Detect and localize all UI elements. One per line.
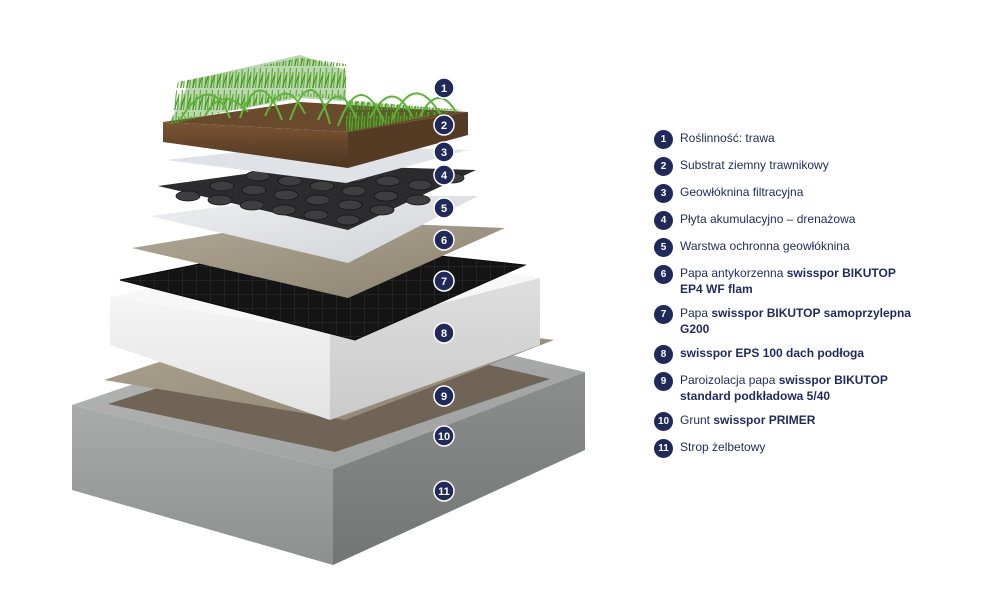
- legend-text: swisspor EPS 100 dach podłoga: [680, 346, 865, 360]
- marker-4: 4: [433, 164, 455, 186]
- legend-text: Grunt swisspor PRIMER: [680, 413, 816, 427]
- marker-7: 7: [433, 270, 455, 292]
- layer-legend: 1 Roślinność: trawa 2 Substrat ziemny traw…: [654, 130, 954, 466]
- svg-text:4: 4: [441, 170, 448, 182]
- legend-item: 9 Paroizolacja papa swisspor BIKUTOP stan…: [654, 372, 954, 404]
- legend-item: 7 Papa swisspor BIKUTOP samoprzylepna G20…: [654, 305, 954, 337]
- legend-number: 4: [654, 211, 673, 230]
- marker-10: 10: [433, 425, 455, 447]
- layer-drainage-board: [158, 165, 476, 230]
- legend-item: 2 Substrat ziemny trawnikowy: [654, 157, 954, 176]
- marker-8: 8: [433, 322, 455, 344]
- svg-text:9: 9: [441, 391, 447, 403]
- marker-6: 6: [433, 229, 455, 251]
- marker-2: 2: [433, 114, 455, 136]
- legend-item: 5 Warstwa ochronna geowłóknina: [654, 238, 954, 257]
- legend-text: Warstwa ochronna geowłóknina: [680, 239, 850, 253]
- legend-number: 8: [654, 345, 673, 364]
- legend-text: Strop żelbetowy: [680, 440, 766, 454]
- legend-number: 6: [654, 265, 673, 284]
- layer-protective-geotextile: [150, 196, 478, 263]
- legend-number: 11: [654, 439, 673, 458]
- svg-text:7: 7: [441, 276, 447, 288]
- legend-text: Płyta akumulacyjno – drenażowa: [680, 212, 856, 226]
- legend-item: 6 Papa antykorzenna swisspor BIKUTOP EP4 …: [654, 265, 954, 297]
- legend-number: 9: [654, 372, 673, 391]
- legend-item: 11 Strop żelbetowy: [654, 439, 954, 458]
- legend-item: 3 Geowłóknina filtracyjna: [654, 184, 954, 203]
- legend-text: Papa antykorzenna swisspor BIKUTOP EP4 W…: [680, 266, 896, 296]
- svg-text:8: 8: [441, 328, 447, 340]
- svg-text:5: 5: [441, 203, 447, 215]
- legend-item: 10 Grunt swisspor PRIMER: [654, 412, 954, 431]
- svg-text:2: 2: [441, 120, 447, 132]
- legend-number: 10: [654, 412, 673, 431]
- legend-text: Geowłóknina filtracyjna: [680, 185, 804, 199]
- marker-11: 11: [433, 480, 455, 502]
- svg-text:1: 1: [441, 83, 447, 95]
- legend-item: 8 swisspor EPS 100 dach podłoga: [654, 345, 954, 364]
- marker-9: 9: [433, 385, 455, 407]
- legend-text: Roślinność: trawa: [680, 131, 775, 145]
- legend-item: 1 Roślinność: trawa: [654, 130, 954, 149]
- legend-number: 5: [654, 238, 673, 257]
- svg-text:10: 10: [438, 431, 450, 443]
- marker-5: 5: [433, 197, 455, 219]
- legend-number: 2: [654, 157, 673, 176]
- layer-grass: [170, 55, 462, 132]
- layer-antiroot-membrane: [132, 220, 505, 298]
- legend-text: Papa swisspor BIKUTOP samoprzylepna G200: [680, 306, 911, 336]
- svg-text:3: 3: [441, 147, 447, 159]
- legend-text: Paroizolacja papa swisspor BIKUTOP stand…: [680, 373, 888, 403]
- legend-item: 4 Płyta akumulacyjno – drenażowa: [654, 211, 954, 230]
- marker-3: 3: [433, 141, 455, 163]
- legend-text: Substrat ziemny trawnikowy: [680, 158, 829, 172]
- legend-number: 3: [654, 184, 673, 203]
- svg-text:11: 11: [438, 486, 450, 498]
- svg-text:6: 6: [441, 235, 447, 247]
- legend-number: 1: [654, 130, 673, 149]
- legend-number: 7: [654, 305, 673, 324]
- marker-1: 1: [433, 77, 455, 99]
